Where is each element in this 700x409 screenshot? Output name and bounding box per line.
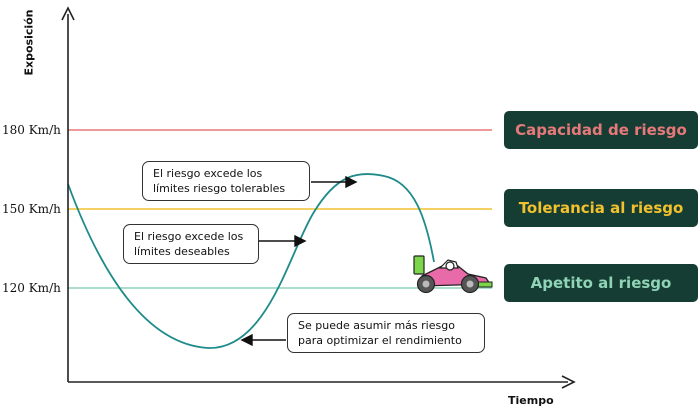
note-tolerable-line2: límites riesgo tolerables [153, 182, 286, 195]
capacity-box: Capacidad de riesgo [504, 111, 698, 149]
note-desirable-line1: El riesgo excede los [134, 230, 244, 243]
exposure-curve [67, 173, 435, 349]
note-optimize-line2: para optimizar el rendimiento [298, 334, 462, 347]
y-axis-title: Exposición [22, 9, 36, 76]
race-car-icon [413, 255, 493, 294]
note-tolerable-line1: El riesgo excede los [153, 167, 263, 180]
note-optimize: Se puede asumir más riesgo para optimiza… [287, 313, 485, 353]
note-desirable-line2: límites deseables [134, 245, 230, 258]
tick-label-120: 120 Km/h [2, 281, 61, 295]
appetite-box: Apetito al riesgo [504, 264, 698, 302]
arrow-desirable [259, 234, 307, 248]
tick-label-180: 180 Km/h [2, 123, 61, 137]
x-axis-arrow [561, 375, 576, 389]
arrow-tolerable [311, 175, 358, 189]
tolerance-box: Tolerancia al riesgo [504, 189, 698, 227]
note-tolerable: El riesgo excede los límites riesgo tole… [142, 161, 310, 201]
arrow-optimize [240, 333, 286, 347]
note-optimize-line1: Se puede asumir más riesgo [298, 319, 455, 332]
x-axis-title: Tiempo [508, 394, 554, 407]
y-axis-arrow [61, 6, 75, 21]
tick-label-150: 150 Km/h [2, 202, 61, 216]
note-desirable: El riesgo excede los límites deseables [123, 224, 259, 264]
